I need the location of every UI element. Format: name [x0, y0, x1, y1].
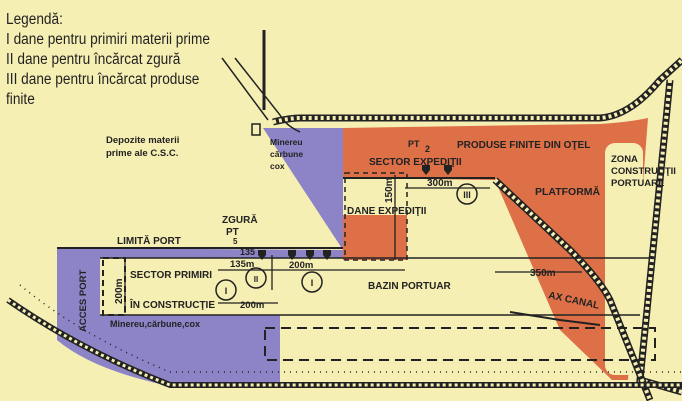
- berth-II: II: [254, 275, 258, 284]
- dim-150: 150m: [384, 177, 395, 203]
- in-constructie-label: ÎN CONSTRUCŢIE: [129, 298, 215, 311]
- depozite-label: prime ale C.S.C.: [106, 148, 178, 159]
- pt5-number: 5: [233, 237, 238, 246]
- dim-135m: 135m: [230, 259, 254, 270]
- railway-top: [272, 57, 682, 126]
- zona-label: CONSTRUCŢII: [611, 166, 676, 177]
- access-road: [221, 57, 301, 133]
- legend-item: I dane pentru primiri materii prime: [6, 31, 210, 48]
- railway-ties: [493, 178, 652, 401]
- legend-title: Legendă:: [6, 11, 63, 28]
- depozite-label: Depozite materii: [106, 135, 179, 146]
- bazin-label: BAZIN PORTUAR: [368, 281, 452, 292]
- pt5-label: PT: [226, 227, 239, 238]
- minereu-bottom-label: Minereu,cărbune,cox: [110, 319, 200, 329]
- legend-item: II dane pentru încărcat zgură: [6, 51, 181, 68]
- minereu-label: cox: [270, 161, 285, 171]
- dane-expeditii-block: [343, 215, 407, 260]
- legend-item: III dane pentru încărcat produse: [6, 71, 200, 88]
- building-marker: [251, 123, 261, 136]
- quay-line: [57, 177, 495, 249]
- minereu-label: cărbune: [270, 149, 303, 159]
- raw-materials-zone: [57, 128, 343, 384]
- railway-ties: [272, 58, 682, 124]
- produse-finite-label: PRODUSE FINITE DIN OŢEL: [457, 140, 590, 151]
- minereu-label: Minereu: [270, 137, 303, 147]
- dim-200-top: 200m: [289, 260, 313, 271]
- dim-135: 135: [240, 247, 255, 257]
- berth-markers: [258, 165, 452, 260]
- platforma-label: PLATFORMĂ: [535, 185, 601, 198]
- dane-expeditii-label: DANE EXPEDIŢII: [347, 206, 427, 217]
- limita-port-label: LIMITĂ PORT: [117, 234, 181, 247]
- berth-I: I: [311, 278, 314, 288]
- zona-label: PORTUARE: [611, 178, 664, 189]
- legend: Legendă: I dane pentru primiri materii p…: [6, 10, 210, 110]
- canal-axis: [509, 311, 601, 326]
- dim-350: 350m: [530, 268, 556, 279]
- zona-label: ZONA: [611, 154, 638, 165]
- railway-ties: [7, 298, 682, 387]
- legend-item: finite: [6, 91, 35, 108]
- dim-300: 300m: [427, 178, 453, 189]
- berth-III: III: [463, 190, 471, 200]
- berth-circles: [215, 183, 478, 301]
- pt2-number: 2: [425, 144, 430, 154]
- basin-edge: [100, 257, 650, 316]
- pt2-label: PT: [408, 139, 420, 149]
- dane-outline: [344, 172, 408, 261]
- acces-port-label: ACCES PORT: [78, 270, 89, 332]
- dim-200-bottom: 200m: [240, 300, 264, 311]
- sector-expeditii-label: SECTOR EXPEDIŢII: [369, 157, 462, 168]
- dim-200-vertical: 200m: [114, 278, 125, 304]
- zgura-label: ZGURĂ: [222, 213, 258, 226]
- embankment: [19, 284, 682, 373]
- sector-primiri-label: SECTOR PRIMIRI: [130, 270, 212, 281]
- berth-I: I: [225, 286, 228, 296]
- dimension-lines: [124, 175, 582, 313]
- future-basin-outline: [264, 327, 656, 361]
